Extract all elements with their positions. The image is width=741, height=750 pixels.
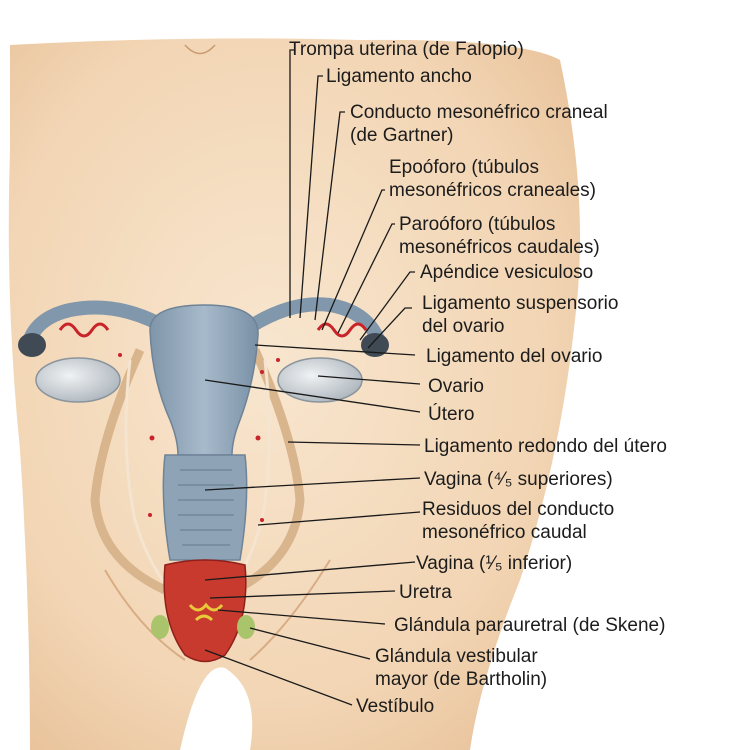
label-apendice-vesiculoso: Apéndice vesiculoso (420, 262, 593, 283)
ovary-left (36, 358, 120, 402)
ovary-right (278, 358, 362, 402)
label-conducto-gartner-line1: Conducto mesonéfrico craneal (350, 102, 608, 123)
label-trompa-uterina: Trompa uterina (de Falopio) (289, 39, 524, 60)
bartholin-gland-left (151, 615, 169, 639)
label-ligamento-ancho: Ligamento ancho (326, 66, 472, 87)
fimbriae-left (18, 333, 46, 357)
label-ligamento-redondo: Ligamento redondo del útero (424, 436, 667, 457)
label-epooforo-line1: Epoóforo (túbulos (389, 157, 539, 178)
label-glandula-vestibular-line2: mayor (de Bartholin) (375, 669, 547, 690)
label-vestibulo: Vestíbulo (356, 696, 434, 717)
label-uretra: Uretra (399, 582, 452, 603)
label-glandula-parauretral: Glándula parauretral (de Skene) (394, 615, 665, 636)
label-residuos-line1: Residuos del conducto (422, 499, 614, 520)
label-vagina-superior: Vagina (⁴⁄₅ superiores) (424, 469, 613, 490)
bartholin-gland-right (237, 615, 255, 639)
label-conducto-gartner-line2: (de Gartner) (350, 125, 453, 146)
vagina (163, 455, 246, 560)
label-glandula-vestibular-line1: Glándula vestibular (375, 646, 538, 667)
label-ligamento-suspensorio-line1: Ligamento suspensorio (422, 293, 618, 314)
label-utero: Útero (428, 403, 474, 425)
label-ligamento-suspensorio-line2: del ovario (422, 316, 504, 337)
label-ligamento-ovario: Ligamento del ovario (426, 346, 602, 367)
label-parooforo-line1: Paroóforo (túbulos (399, 214, 555, 235)
label-epooforo-line2: mesonéfricos craneales) (389, 180, 596, 201)
label-vagina-inferior: Vagina (¹⁄₅ inferior) (416, 553, 572, 574)
label-residuos-line2: mesonéfrico caudal (422, 522, 587, 543)
label-ovario: Ovario (428, 376, 484, 397)
label-parooforo-line2: mesonéfricos caudales) (399, 237, 600, 258)
